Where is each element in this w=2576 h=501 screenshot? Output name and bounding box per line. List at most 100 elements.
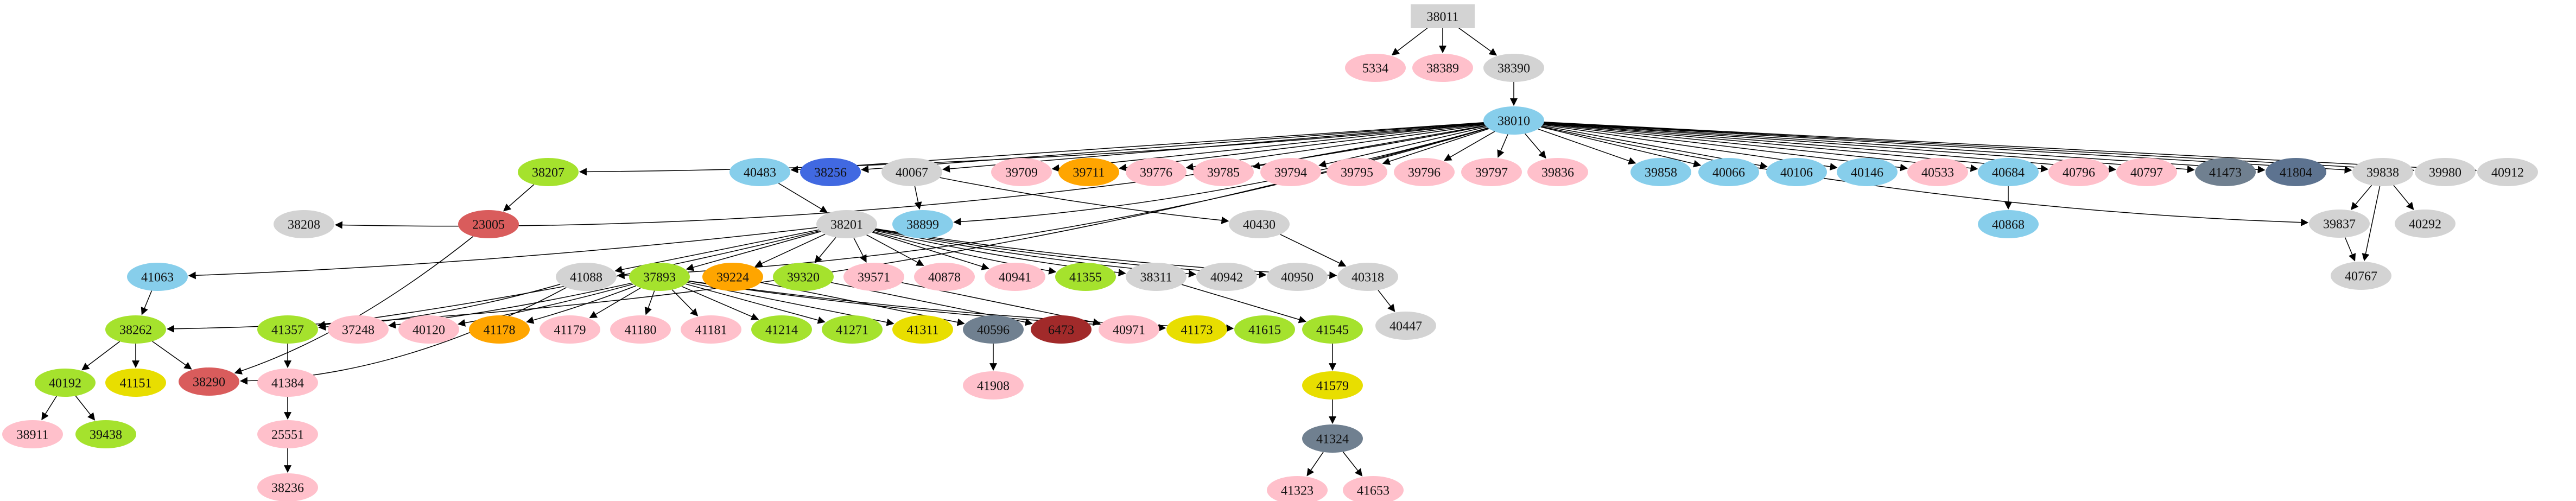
node-label: 40067 xyxy=(896,166,928,180)
node-shape xyxy=(729,158,790,186)
node-shape xyxy=(1394,158,1455,186)
graph-node-41088: 41088 xyxy=(556,263,617,291)
edge-38011-5334 xyxy=(1391,27,1429,56)
node-shape xyxy=(1302,315,1363,344)
node-label: 41324 xyxy=(1316,432,1349,446)
node-shape xyxy=(257,315,318,344)
graph-node-38290: 38290 xyxy=(179,367,239,396)
node-shape xyxy=(1327,158,1387,186)
node-label: 40066 xyxy=(1712,166,1745,180)
graph-node-41804: 41804 xyxy=(2266,158,2326,186)
node-label: 40868 xyxy=(1992,218,2025,232)
edge-37893-41179 xyxy=(589,287,641,319)
node-shape xyxy=(540,315,600,344)
node-label: 41545 xyxy=(1316,323,1349,337)
graph-node-39785: 39785 xyxy=(1193,158,1254,186)
node-shape xyxy=(2309,210,2370,238)
graph-node-40596: 40596 xyxy=(963,315,1024,344)
node-shape xyxy=(963,371,1024,399)
edge-38010-38207 xyxy=(579,123,1484,176)
graph-node-41180: 41180 xyxy=(610,315,671,344)
node-label: 38389 xyxy=(1426,61,1459,75)
node-label: 23005 xyxy=(472,218,505,232)
node-label: 38899 xyxy=(906,218,939,232)
edge-40483-38201 xyxy=(778,182,828,213)
node-label: 38390 xyxy=(1498,61,1530,75)
node-shape xyxy=(2395,210,2456,238)
node-label: 40912 xyxy=(2491,166,2524,180)
node-shape xyxy=(822,315,883,344)
graph-node-41653: 41653 xyxy=(1343,476,1404,501)
node-label: 41214 xyxy=(765,323,798,337)
graph-node-40292: 40292 xyxy=(2395,210,2456,238)
node-label: 39836 xyxy=(1541,166,1574,180)
node-shape xyxy=(681,315,741,344)
edge-40318-40447 xyxy=(1378,290,1395,312)
graph-node-37248: 37248 xyxy=(328,315,389,344)
node-label: 39858 xyxy=(1645,166,1677,180)
graph-node-39776: 39776 xyxy=(1126,158,1187,186)
graph-node-40430: 40430 xyxy=(1229,210,1290,238)
graph-node-38311: 38311 xyxy=(1126,263,1187,291)
node-shape xyxy=(469,315,530,344)
graph-node-40066: 40066 xyxy=(1698,158,1759,186)
graph-node-41357: 41357 xyxy=(257,315,318,344)
edge-38201-37893 xyxy=(686,231,821,271)
edge-38010-39796 xyxy=(1443,131,1495,161)
node-label: 41579 xyxy=(1316,379,1349,393)
edge-38201-40941 xyxy=(872,231,989,270)
node-label: 38207 xyxy=(532,166,564,180)
node-shape xyxy=(1267,476,1328,501)
node-label: 40533 xyxy=(1921,166,1954,180)
node-shape xyxy=(127,263,188,291)
node-shape xyxy=(816,210,877,238)
node-shape xyxy=(1978,210,2039,238)
node-label: 40596 xyxy=(977,323,1010,337)
edge-38201-40878 xyxy=(866,234,924,266)
graph-node-41179: 41179 xyxy=(540,315,600,344)
edge-40192-38911 xyxy=(41,396,57,421)
node-shape xyxy=(1483,54,1544,82)
node-shape xyxy=(702,263,763,291)
edge-39837-40767 xyxy=(2344,237,2356,262)
edge-39838-40767 xyxy=(2362,186,2381,262)
node-label: 40971 xyxy=(1113,323,1145,337)
edge-37893-41181 xyxy=(671,289,699,316)
edge-38311-41545 xyxy=(1181,284,1307,324)
graph-node-39438: 39438 xyxy=(75,420,136,448)
graph-node-38236: 38236 xyxy=(257,473,318,501)
node-label: 38311 xyxy=(1140,270,1172,284)
edge-39838-39837 xyxy=(2350,185,2372,211)
graph-node-38911: 38911 xyxy=(2,420,63,448)
node-shape xyxy=(610,315,671,344)
graph-node-38011: 38011 xyxy=(1411,4,1475,28)
node-label: 39320 xyxy=(787,270,820,284)
graph-node-37893: 37893 xyxy=(629,263,690,291)
graph-node-40067: 40067 xyxy=(881,158,942,186)
edge-40192-39438 xyxy=(75,395,96,421)
node-label: 39711 xyxy=(1073,166,1105,180)
edge-37893-41214 xyxy=(681,286,759,320)
node-label: 38290 xyxy=(193,375,225,389)
node-label: 41384 xyxy=(271,376,304,390)
edge-41324-41653 xyxy=(1342,451,1363,477)
node-label: 38208 xyxy=(288,218,320,232)
node-shape xyxy=(75,420,136,448)
node-shape xyxy=(2477,158,2538,186)
node-label: 41088 xyxy=(570,270,602,284)
node-shape xyxy=(328,315,389,344)
graph-node-41908: 41908 xyxy=(963,371,1024,399)
graph-node-41151: 41151 xyxy=(105,369,166,397)
node-shape xyxy=(1229,210,1290,238)
graph-node-39794: 39794 xyxy=(1260,158,1321,186)
node-shape xyxy=(843,263,904,291)
node-label: 41151 xyxy=(119,376,151,390)
node-shape xyxy=(985,263,1045,291)
graph-node-39858: 39858 xyxy=(1630,158,1691,186)
edge-38262-38290 xyxy=(152,341,192,370)
graph-node-38899: 38899 xyxy=(892,210,953,238)
node-shape xyxy=(257,369,318,397)
graph-node-40767: 40767 xyxy=(2331,262,2391,290)
node-label: 40106 xyxy=(1780,166,1813,180)
node-shape xyxy=(1527,158,1588,186)
